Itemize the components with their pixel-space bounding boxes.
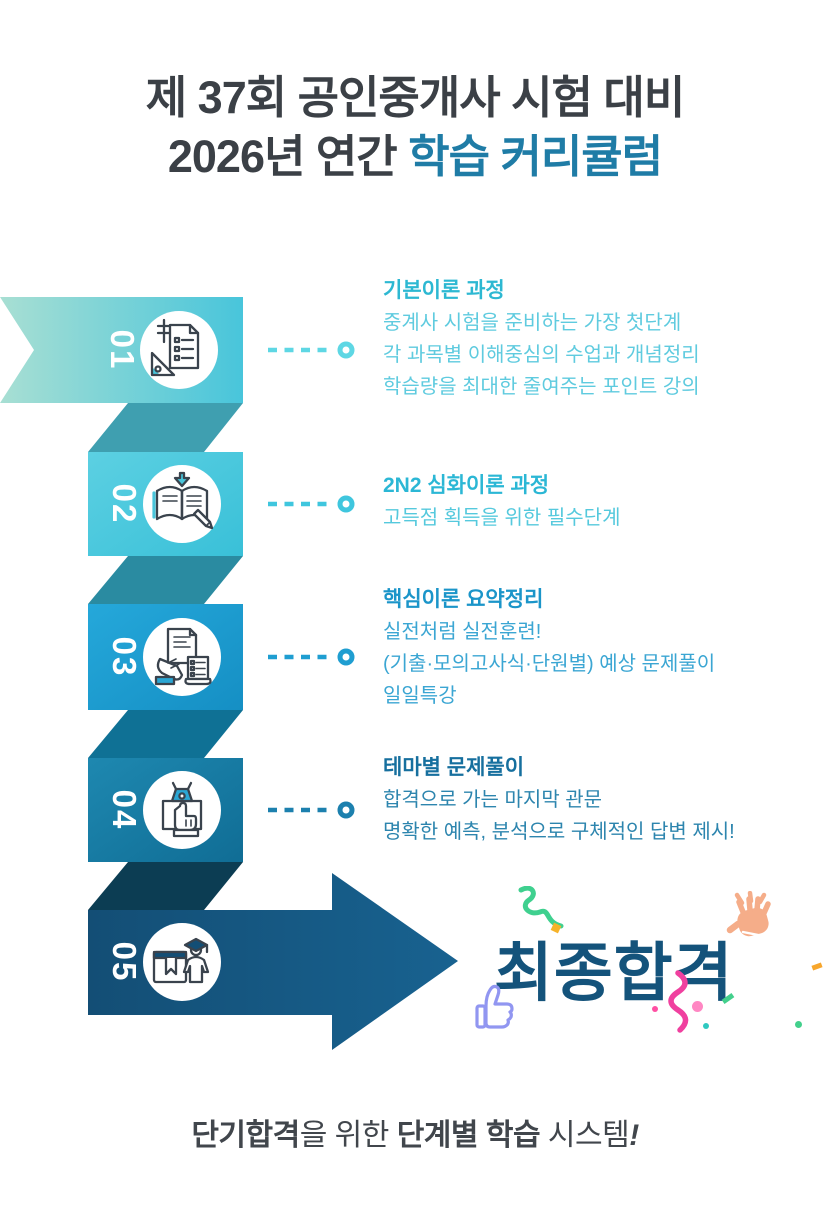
title-line-2: 2026년 연간 학습 커리큘럼 [167, 131, 663, 182]
confetti-dot [692, 1001, 703, 1012]
step-01-text: 기본이론 과정 중계사 시험을 준비하는 가장 첫단계 각 과목별 이해중심의 … [383, 275, 700, 403]
step-01-line: 학습량을 최대한 줄여주는 포인트 강의 [383, 376, 700, 398]
thumbs-up-icon [475, 984, 514, 1029]
step-02-number: 02 [106, 483, 143, 525]
green-ribbon [518, 886, 564, 929]
step-01-line: 각 과목별 이해중심의 수업과 개념정리 [383, 344, 700, 366]
step-01-heading: 기본이론 과정 [383, 279, 505, 302]
step-01-line: 중계사 시험을 준비하는 가장 첫단계 [383, 312, 682, 334]
hand-document-icon [154, 627, 212, 686]
title-line-1: 제 37회 공인중개사 시험 대비 [145, 72, 685, 123]
step-01-number: 01 [104, 329, 141, 371]
tagline-exclaim: ! [629, 1119, 639, 1152]
step-03-line: 일일특강 [383, 685, 457, 707]
pink-ribbon [668, 970, 689, 1033]
connector-step-02 [268, 495, 355, 513]
tagline-bold: 단기합격 [191, 1119, 300, 1152]
step-03-number: 03 [106, 636, 143, 678]
step-03-line: (기출·모의고사식·단원별) 예상 문제풀이 [383, 653, 716, 675]
connector-step-04 [268, 801, 355, 819]
tagline-plain: 시스템 [540, 1119, 630, 1152]
confetti-dot [703, 1023, 709, 1029]
graduate-book-icon [152, 937, 210, 984]
confetti-dot [795, 1021, 802, 1028]
step-02-heading: 2N2 심화이론 과정 [383, 474, 550, 497]
step-03-text: 핵심이론 요약정리 실전처럼 실전훈련! (기출·모의고사식·단원별) 예상 문… [383, 584, 715, 712]
bottom-tagline: 단기합격을 위한 단계별 학습 시스템! [0, 1110, 830, 1154]
page-title: 제 37회 공인중개사 시험 대비 2026년 연간 학습 커리큘럼 [0, 68, 830, 186]
fold-02-03 [88, 556, 243, 604]
step-04-line: 명확한 예측, 분석으로 구체적인 답변 제시! [383, 821, 735, 843]
final-pass-label: 최종합격 [494, 937, 734, 1009]
step-02-line: 고득점 획득을 위한 필수단계 [383, 507, 621, 529]
step-04-text: 테마별 문제풀이 합격으로 가는 마지막 관문 명확한 예측, 분석으로 구체적… [383, 752, 735, 848]
fold-04-05 [88, 862, 243, 910]
fold-01-02 [88, 403, 243, 452]
step-05-arrow-shape [88, 873, 458, 1050]
fold-03-04 [88, 710, 243, 758]
step-03-line: 실전처럼 실전훈련! [383, 621, 542, 643]
step-02-text: 2N2 심화이론 과정 고득점 획득을 위한 필수단계 [383, 470, 620, 534]
document-ruler-icon [150, 318, 200, 377]
step-04-number: 04 [106, 789, 143, 831]
step-04-heading: 테마별 문제풀이 [383, 756, 525, 779]
open-book-pencil-icon [152, 471, 214, 530]
tagline-plain: 을 위한 [299, 1119, 397, 1152]
connector-step-03 [268, 648, 355, 666]
clapping-hands-icon [726, 891, 771, 938]
connector-step-01 [268, 341, 355, 359]
step-04-line: 합격으로 가는 마지막 관문 [383, 789, 603, 811]
title-accent: 학습 커리큘럼 [408, 131, 663, 182]
confetti-dot [652, 1006, 658, 1012]
step-05-number: 05 [106, 941, 143, 983]
tagline-bold: 단계별 학습 [396, 1119, 541, 1152]
step-03-heading: 핵심이론 요약정리 [383, 588, 544, 611]
clipboard-hand-icon [161, 781, 203, 838]
